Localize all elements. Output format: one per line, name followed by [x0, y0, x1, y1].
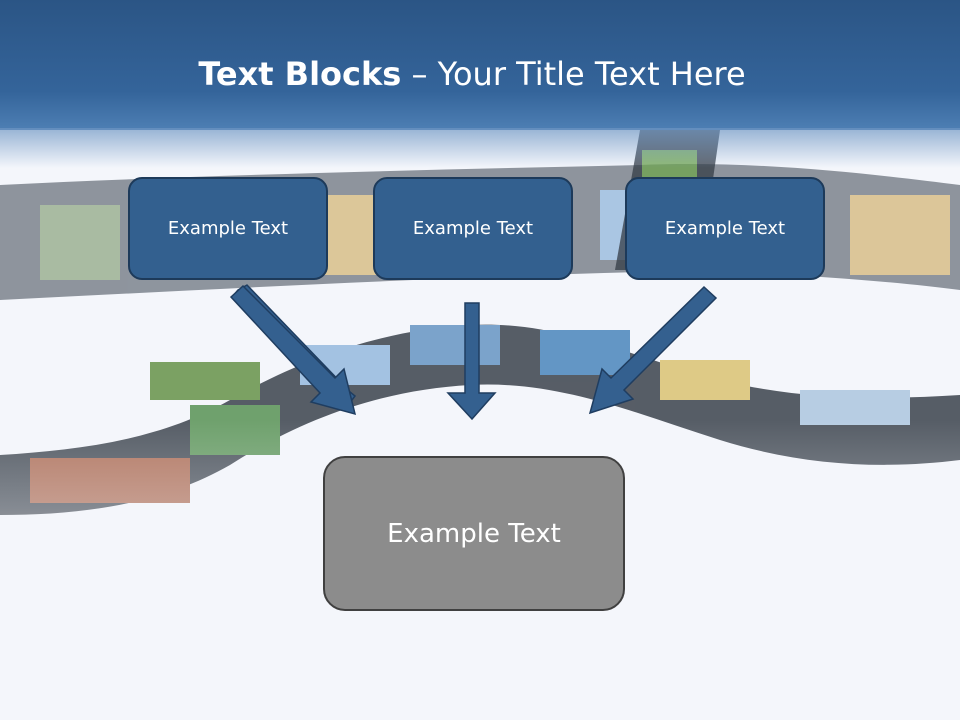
text-block-1-label: Example Text [167, 218, 289, 239]
text-block-2-label: Example Text [412, 218, 534, 239]
text-block-3-label: Example Text [664, 218, 786, 239]
text-block-3[interactable]: Example Text [625, 177, 825, 280]
text-block-2[interactable]: Example Text [373, 177, 573, 280]
slide-title[interactable]: Text Blocks – Your Title Text Here [0, 52, 944, 96]
title-bold: Text Blocks [198, 55, 402, 93]
arrow-down-shape [446, 302, 497, 421]
result-block-label: Example Text [387, 518, 561, 549]
arrow-left-shape [229, 284, 357, 416]
header-bar [0, 0, 960, 130]
header-fade [0, 128, 960, 168]
result-block[interactable]: Example Text [323, 456, 625, 611]
text-block-1[interactable]: Example Text [128, 177, 328, 280]
title-rest: – Your Title Text Here [401, 55, 746, 93]
arrow-right-shape [588, 285, 718, 415]
